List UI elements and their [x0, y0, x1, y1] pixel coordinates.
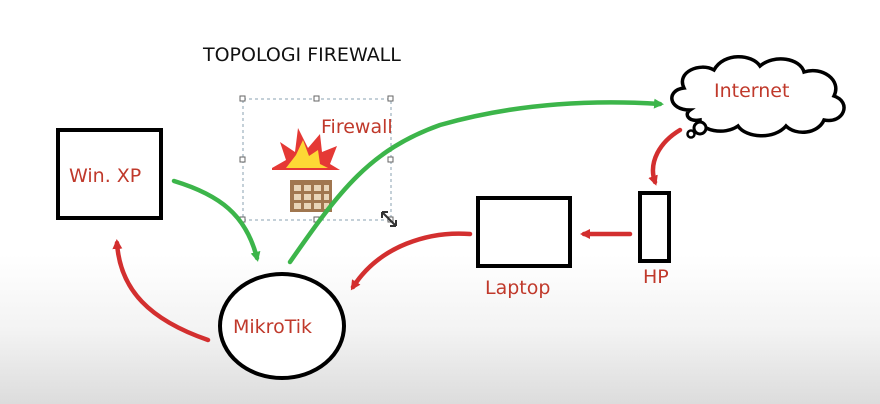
internet-label: Internet [714, 80, 789, 102]
hp-node[interactable]: HP [638, 191, 671, 288]
mikrotik-node[interactable]: MikroTik [218, 272, 346, 380]
firewall-icon [272, 128, 340, 212]
internet-node[interactable]: Internet [670, 55, 846, 139]
laptop-label: Laptop [485, 277, 550, 299]
arrow-mikrotik-to-winxp [112, 239, 211, 343]
arrow-laptop-to-mikrotik [350, 231, 473, 291]
firewall-node[interactable]: Firewall [239, 95, 397, 227]
cloud-icon [670, 55, 846, 138]
winxp-node[interactable]: Win. XP [56, 128, 163, 220]
winxp-label: Win. XP [69, 165, 141, 187]
mikrotik-label: MikroTik [233, 316, 312, 338]
laptop-box [476, 196, 572, 268]
hp-box [638, 191, 671, 263]
diagram-title: TOPOLOGI FIREWALL [202, 44, 401, 66]
winxp-box [56, 128, 163, 220]
arrow-internet-to-hp [648, 127, 683, 186]
laptop-node[interactable]: Laptop [476, 196, 572, 299]
arrow-winxp-to-mikrotik [171, 178, 261, 262]
arrow-mikrotik-to-internet [287, 98, 664, 265]
firewall-label: Firewall [321, 116, 393, 138]
resize-cursor-icon [381, 211, 397, 227]
mikrotik-ellipse [218, 272, 346, 380]
hp-label: HP [643, 266, 669, 288]
